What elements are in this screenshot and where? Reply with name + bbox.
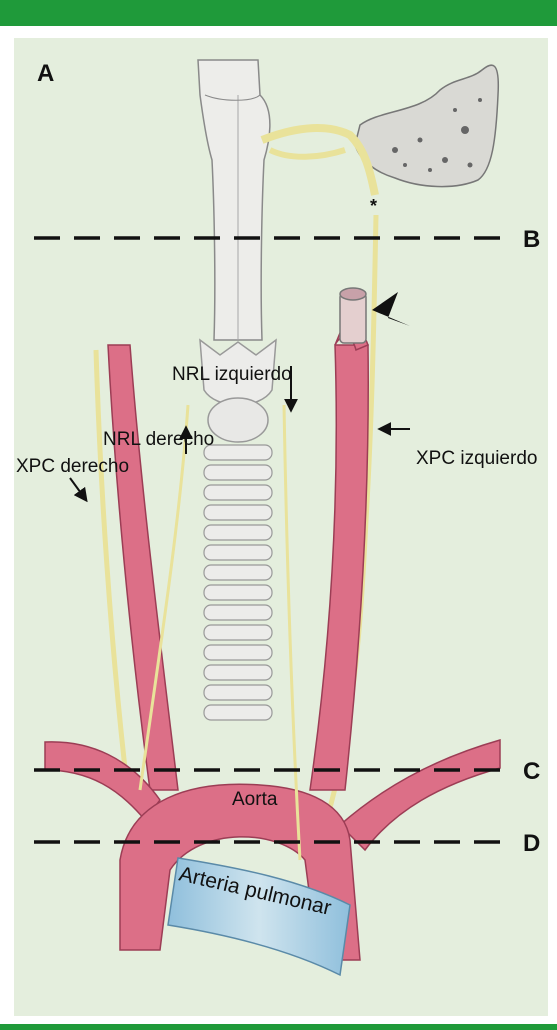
cricoid: [208, 398, 268, 442]
level-label-d: D: [523, 830, 540, 857]
level-label-b: B: [523, 226, 540, 253]
panel-label: A: [37, 60, 54, 87]
level-label-c: C: [523, 758, 540, 785]
vagus-root: [262, 128, 375, 195]
label-xpc-left: XPC izquierdo: [416, 448, 537, 469]
label-aorta: Aorta: [232, 789, 278, 810]
label-nrl-left: NRL izquierdo: [172, 364, 292, 385]
skull-base: [355, 65, 498, 186]
label-nrl-right: NRL derecho: [103, 429, 214, 450]
label-xpc-right: XPC derecho: [16, 456, 129, 477]
trachea: [204, 445, 272, 720]
brainstem: [198, 60, 270, 340]
left-subclavian-artery: [340, 740, 500, 850]
svg-text:*: *: [370, 196, 377, 216]
arrow-xpc-right: [70, 478, 86, 500]
left-carotid-artery: [310, 345, 368, 790]
arrowhead-marker: [372, 292, 410, 326]
